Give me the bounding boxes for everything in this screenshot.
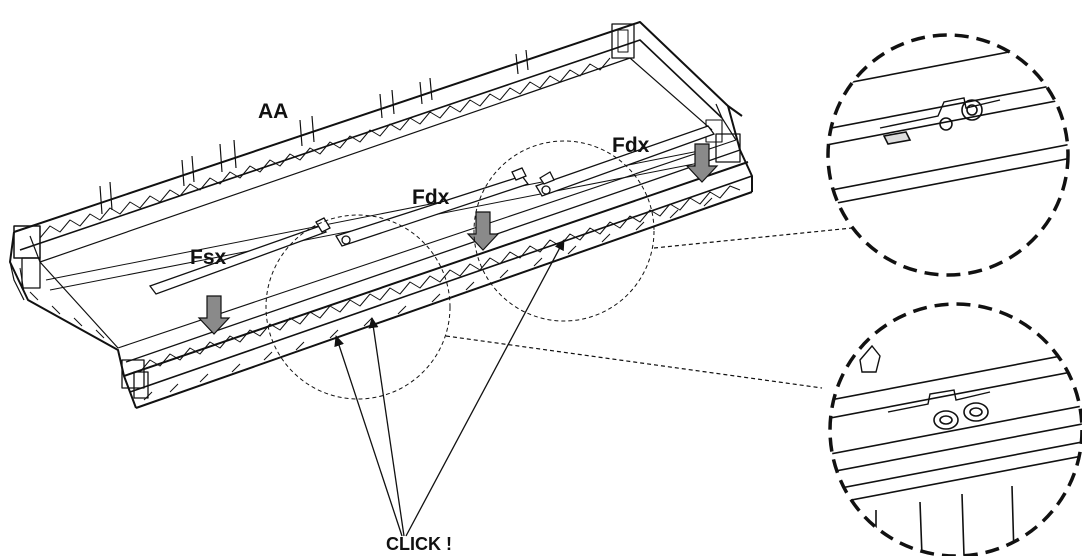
tray-frame [9,21,753,409]
label-fdx-middle: Fdx [412,186,450,209]
magnified-view-bottom [828,302,1082,556]
down-arrow-icon [197,295,231,335]
label-fsx: Fsx [190,246,227,269]
detail-callout-left [265,214,451,400]
clip-fsx [148,217,331,295]
magnified-view-top [826,33,1070,277]
down-arrow-icon [466,211,500,251]
clip-fdx-right [535,125,716,197]
leader-lines [445,227,853,389]
label-aa: AA [258,100,288,123]
down-arrow-icon [685,143,719,183]
clip-fdx-middle [335,167,530,247]
label-click: CLICK ! [386,534,452,554]
detail-callout-right [473,140,655,322]
arrow-pointer-icon [334,239,565,537]
label-fdx-right: Fdx [612,134,650,157]
